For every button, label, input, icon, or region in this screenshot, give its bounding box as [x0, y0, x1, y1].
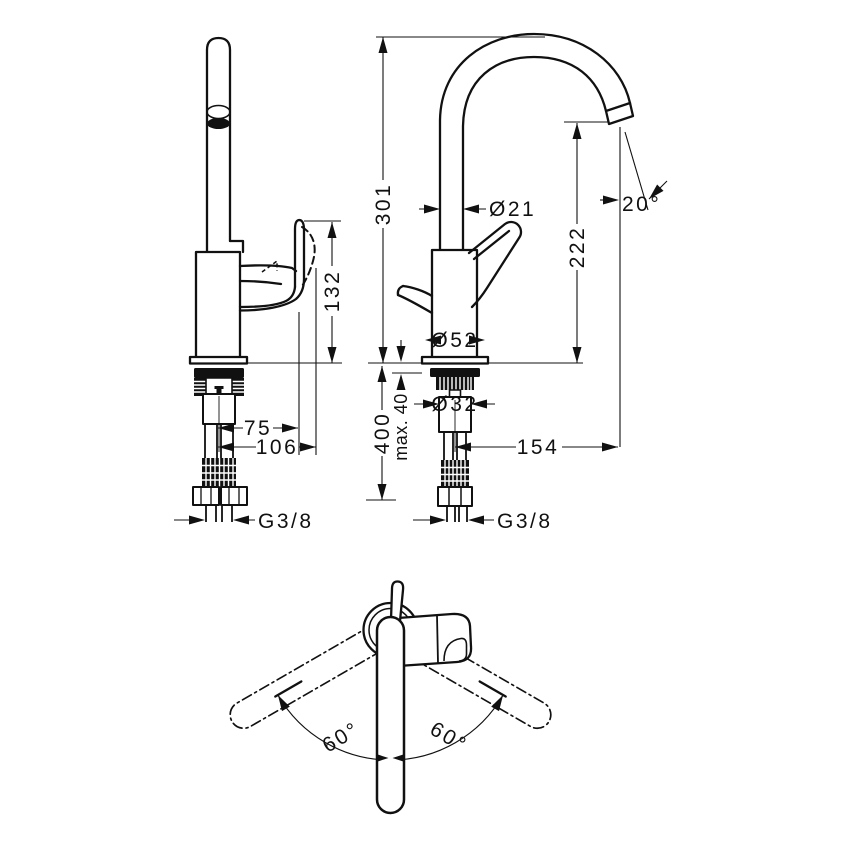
- plan-arc-center-arrows: [377, 754, 404, 762]
- front-dim-base-diameter: Ø52: [425, 329, 485, 352]
- side-offset-75-label: 75: [244, 417, 272, 440]
- side-braided-hose: [202, 458, 236, 487]
- front-hose-length-label: 400: [371, 412, 394, 455]
- front-dim-hose-length: 400: [366, 366, 396, 501]
- side-dim-75: 75: [218, 417, 298, 440]
- side-handle-alt-position: [301, 226, 316, 287]
- front-shank-diameter-label: Ø32: [431, 393, 478, 416]
- front-dim-outlet-height: 222: [564, 121, 609, 363]
- side-supply-hoses: [204, 424, 234, 458]
- front-seal-washer: [430, 368, 480, 377]
- side-extension-lines: [298, 268, 317, 455]
- side-aerator-outlet: [207, 118, 230, 129]
- side-body: [194, 250, 242, 365]
- front-supply-hoses: [443, 432, 467, 460]
- front-base-flange: [420, 355, 490, 365]
- front-dim-connection: G3/8: [413, 510, 553, 533]
- plan-arc-arrow-left: [277, 695, 290, 712]
- front-view: 301 400 max. 40 222 Ø21 Ø52: [366, 32, 668, 533]
- side-mounting-screw-tip: [216, 389, 222, 394]
- front-outlet-offset-label: 154: [517, 436, 560, 459]
- front-spout-inner: [461, 55, 608, 252]
- side-dim-106: 106: [218, 436, 316, 459]
- side-connection-label: G3/8: [258, 510, 314, 533]
- side-hose-stubs: [205, 505, 233, 522]
- front-base-diameter-label: Ø52: [431, 329, 478, 352]
- plan-arc-arrow-right: [491, 695, 504, 712]
- side-dim-connection: G3/8: [174, 510, 314, 533]
- front-dim-total-height: 301: [372, 36, 545, 363]
- side-spout-pipe: [205, 36, 232, 254]
- front-dim-outlet-offset: 154: [455, 436, 618, 459]
- side-view: 132 75 106 G3/8: [174, 36, 344, 533]
- plan-swivel-right-aerator-mark: [478, 680, 507, 698]
- side-handle-boss: [228, 239, 245, 254]
- front-hose-stubs: [446, 506, 468, 522]
- side-base-flange: [188, 355, 249, 365]
- side-handle-height-label: 132: [321, 270, 344, 313]
- front-handle-lever: [396, 284, 434, 315]
- plan-handle-lever-stick: [389, 580, 405, 623]
- front-spout-outer: [438, 32, 632, 252]
- front-dim-spout-angle: 20°: [600, 127, 668, 447]
- plan-spout: [375, 615, 406, 815]
- side-handle-blade-inner: [238, 285, 297, 309]
- plan-swivel-left-aerator-mark: [274, 680, 303, 698]
- front-dim-counter-thickness: max. 40: [391, 340, 411, 461]
- side-offset-106-label: 106: [256, 436, 299, 459]
- front-dim-spout-diameter: Ø21: [419, 198, 536, 221]
- front-handle-blade: [467, 220, 523, 309]
- front-connection-label: G3/8: [497, 510, 553, 533]
- side-mounting-screw: [214, 386, 224, 389]
- front-connection-nut: [437, 486, 473, 507]
- side-dim-handle-height: 132: [304, 220, 344, 363]
- front-dim-shank-diameter: Ø32: [414, 393, 495, 416]
- front-counter-thickness-label: max. 40: [391, 393, 411, 461]
- side-handle-blade: [238, 218, 306, 312]
- front-mounting-plate: [436, 377, 474, 390]
- side-connection-nuts: [192, 486, 248, 506]
- front-braided-hose: [441, 460, 469, 487]
- plan-handle: [396, 612, 473, 668]
- front-spout-angle-label: 20°: [622, 193, 661, 216]
- side-mounting-bolts: [194, 378, 244, 396]
- front-total-height-label: 301: [372, 183, 395, 226]
- side-handle-lever-under: [238, 279, 283, 286]
- front-outlet-height-label: 222: [566, 226, 589, 269]
- side-seal-washer: [194, 368, 244, 378]
- front-spout-aerator: [604, 101, 635, 126]
- front-spout-diameter-label: Ø21: [489, 198, 536, 221]
